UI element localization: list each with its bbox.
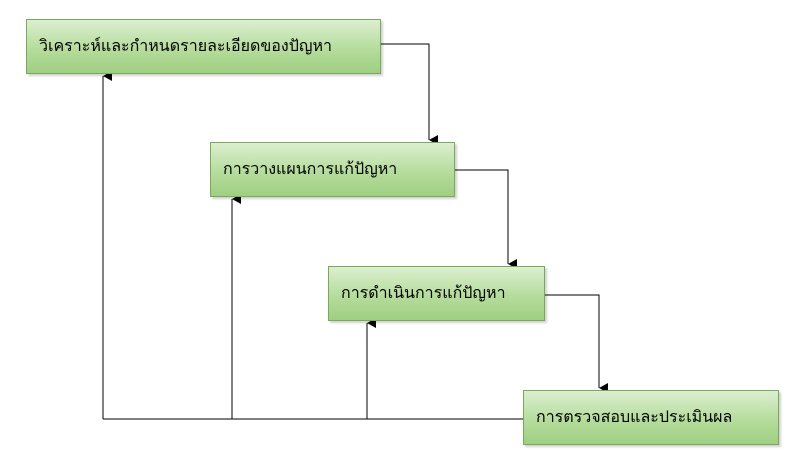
arrow-step2-to-step3 — [455, 169, 517, 269]
arrow-step1-to-step2 — [381, 43, 438, 145]
step-analyze-problem-box: วิเคราะห์และกำหนดรายละเอียดของปัญหา — [26, 19, 381, 74]
step-verify-evaluate-label: การตรวจสอบและประเมินผล — [536, 407, 733, 426]
step-plan-solution-label: การวางแผนการแก้ปัญหา — [223, 159, 398, 178]
step-plan-solution-box: การวางแผนการแก้ปัญหา — [210, 142, 455, 197]
step-analyze-problem-label: วิเคราะห์และกำหนดรายละเอียดของปัญหา — [39, 36, 333, 55]
step-execute-solution-label: การดำเนินการแก้ปัญหา — [341, 283, 506, 302]
step-verify-evaluate-box: การตรวจสอบและประเมินผล — [523, 390, 779, 445]
arrow-step3-to-step4 — [545, 294, 608, 393]
step-execute-solution-box: การดำเนินการแก้ปัญหา — [328, 266, 545, 321]
